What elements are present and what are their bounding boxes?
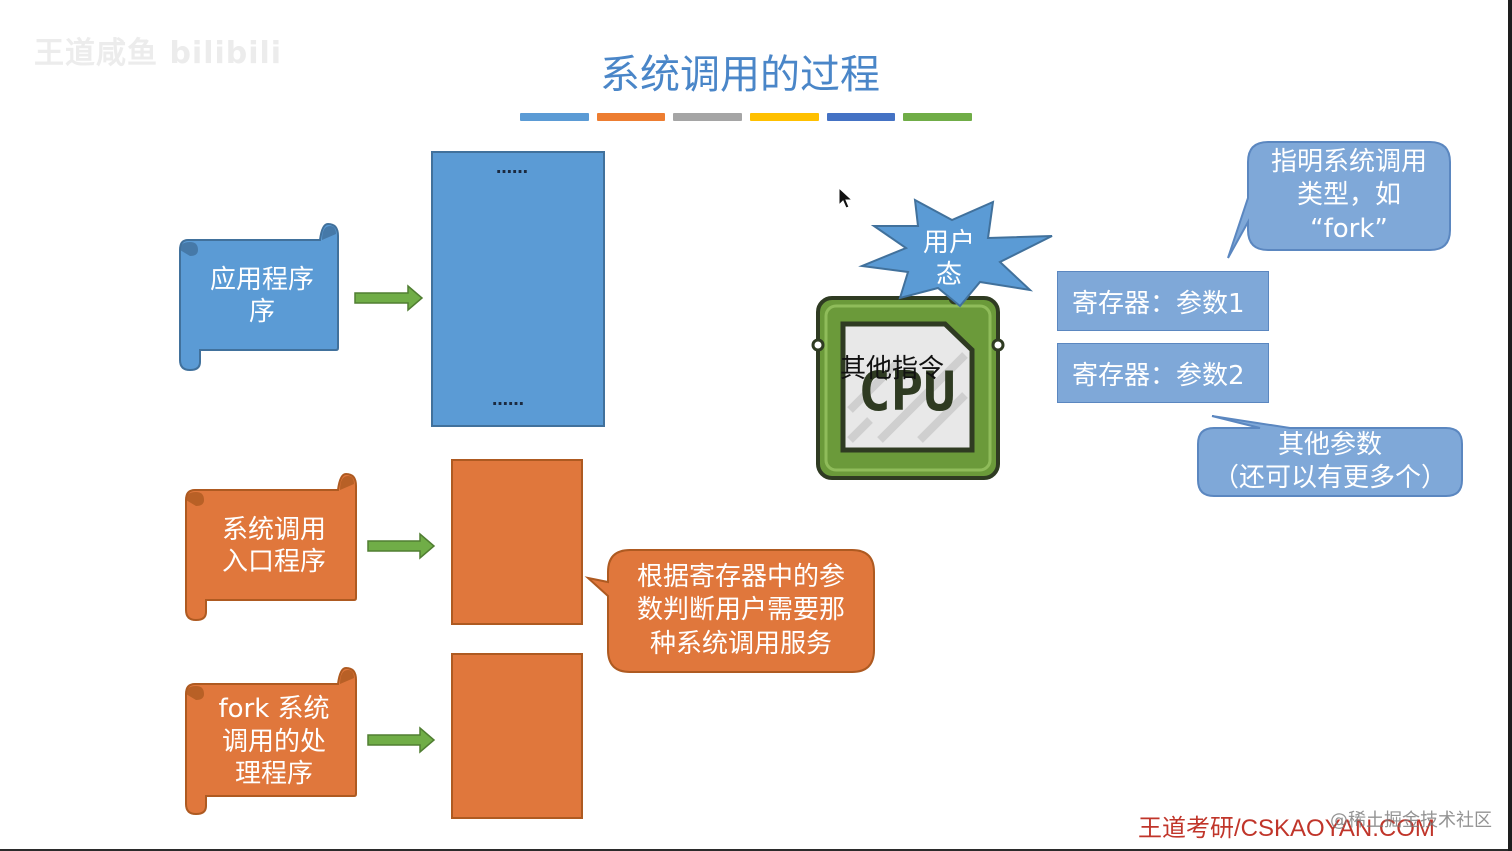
juejin-watermark: @稀土掘金技术社区 (1330, 810, 1492, 831)
judge-callout-shape (584, 549, 875, 673)
title-bar-3 (673, 113, 743, 121)
fork-memory-block (451, 653, 583, 819)
syscall-type-callout-text: 指明系统调用 类型，如 “fork” (1270, 147, 1427, 244)
app-memory-block (431, 151, 605, 427)
user-mode-label: 用户 态 (922, 227, 975, 291)
scroll-entry-program-label: 系统调用 入口程序 (221, 514, 326, 578)
judge-callout-text: 根据寄存器中的参 数判断用户需要那 种系统调用服务 (636, 562, 845, 659)
cpu-chip-text: CPU (858, 360, 956, 423)
register-param-2: 寄存器：参数2 (1057, 343, 1269, 403)
arrow-right-icon (354, 284, 424, 312)
scroll-app-program-label: 应用程序 序 (209, 264, 314, 328)
other-params-callout-text: 其他参数 （还可以有更多个） (1212, 429, 1447, 493)
title-bar-4 (750, 113, 819, 121)
title-bar-6 (903, 113, 973, 121)
title-color-bars (520, 113, 973, 121)
bilibili-watermark: 王道咸鱼 bilibili (34, 36, 283, 71)
arrow-right-icon (367, 532, 436, 560)
entry-memory-block (451, 459, 583, 625)
mouse-pointer-icon (838, 186, 854, 209)
scroll-app-program-shape (179, 222, 339, 372)
title-bar-1 (520, 113, 589, 121)
cpu-instruction-label: 其他指令 (840, 354, 945, 384)
user-mode-starburst-shape (858, 198, 1053, 308)
scroll-fork-handler-label: fork 系统 调用的处 理程序 (218, 694, 330, 790)
arrow-right-icon (367, 726, 436, 754)
title-bar-5 (826, 113, 896, 121)
window-edge (1508, 0, 1512, 851)
footer-brand: 王道考研/CSKAOYAN.COM (1138, 815, 1435, 842)
scroll-fork-handler-shape (185, 666, 357, 816)
other-params-callout-shape (1197, 415, 1463, 497)
syscall-type-callout-shape (1227, 141, 1451, 259)
slide-title: 系统调用的过程 (600, 52, 880, 98)
title-bar-2 (596, 113, 666, 121)
cpu-chip-icon: CPU (811, 291, 1005, 480)
scroll-entry-program-shape (185, 472, 357, 622)
memory-dots-top: …… (496, 158, 528, 177)
memory-dots-bottom: …… (492, 390, 524, 409)
register-param-1: 寄存器：参数1 (1057, 271, 1269, 331)
